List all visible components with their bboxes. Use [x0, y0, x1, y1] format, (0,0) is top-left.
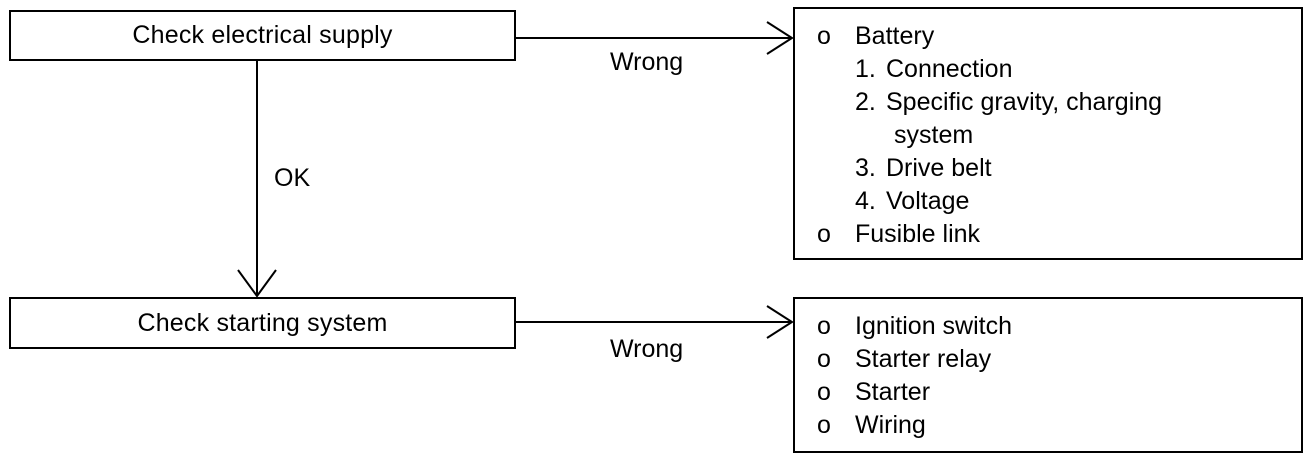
cause-wiring: o Wiring — [817, 409, 1012, 442]
cause-ignition-switch: o Ignition switch — [817, 310, 1012, 343]
cause-fusible-link-label: Fusible link — [855, 220, 981, 248]
ok-arrow-head — [237, 269, 277, 298]
cause-battery: o Battery 1. Connection 2. Specific grav… — [817, 20, 1196, 218]
starting-causes-list: o Ignition switch o Starter relay o Star… — [817, 310, 1012, 442]
electrical-causes-list: o Battery 1. Connection 2. Specific grav… — [817, 20, 1196, 251]
battery-check-item: 4. Voltage — [855, 185, 1196, 218]
electrical-supply-causes-box: o Battery 1. Connection 2. Specific grav… — [793, 7, 1303, 260]
battery-check-item: 1. Connection — [855, 53, 1196, 86]
check-text: Voltage — [886, 187, 970, 215]
battery-checks-list: 1. Connection 2. Specific gravity, charg… — [855, 53, 1196, 218]
wrong-label-starting: Wrong — [610, 335, 684, 363]
cause-label: Starter relay — [855, 345, 992, 373]
wrong-arrow-starting-head — [766, 305, 794, 339]
cause-label: Ignition switch — [855, 312, 1013, 340]
check-number: 4. — [855, 187, 876, 215]
battery-check-item: 2. Specific gravity, charging system — [855, 86, 1196, 152]
check-number: 2. — [855, 88, 876, 116]
check-text: Connection — [886, 55, 1013, 83]
check-text: Specific gravity, charging — [886, 88, 1163, 116]
ok-label: OK — [274, 164, 311, 192]
wrong-arrow-electrical-head — [766, 21, 794, 55]
cause-label: Starter — [855, 378, 931, 406]
cause-label: Wiring — [855, 411, 926, 439]
check-text: Drive belt — [886, 154, 992, 182]
check-electrical-supply-box: Check electrical supply — [9, 10, 516, 61]
bullet-marker: o — [817, 411, 831, 439]
check-electrical-supply-label: Check electrical supply — [132, 21, 393, 49]
check-number: 1. — [855, 55, 876, 83]
check-text-continuation: system — [894, 121, 974, 149]
bullet-marker: o — [817, 312, 831, 340]
wrong-label-electrical: Wrong — [610, 48, 684, 76]
bullet-marker: o — [817, 378, 831, 406]
check-number: 3. — [855, 154, 876, 182]
bullet-marker: o — [817, 220, 831, 248]
bullet-marker: o — [817, 22, 831, 50]
cause-fusible-link: o Fusible link — [817, 218, 1196, 251]
cause-starter-relay: o Starter relay — [817, 343, 1012, 376]
cause-starter: o Starter — [817, 376, 1012, 409]
check-text-wrapped: Specific gravity, charging system — [886, 86, 1196, 152]
battery-check-item: 3. Drive belt — [855, 152, 1196, 185]
bullet-marker: o — [817, 345, 831, 373]
check-starting-system-label: Check starting system — [137, 308, 388, 337]
check-starting-system-box: Check starting system — [9, 297, 516, 349]
cause-battery-label: Battery — [855, 22, 935, 50]
starting-system-causes-box: o Ignition switch o Starter relay o Star… — [793, 297, 1303, 453]
